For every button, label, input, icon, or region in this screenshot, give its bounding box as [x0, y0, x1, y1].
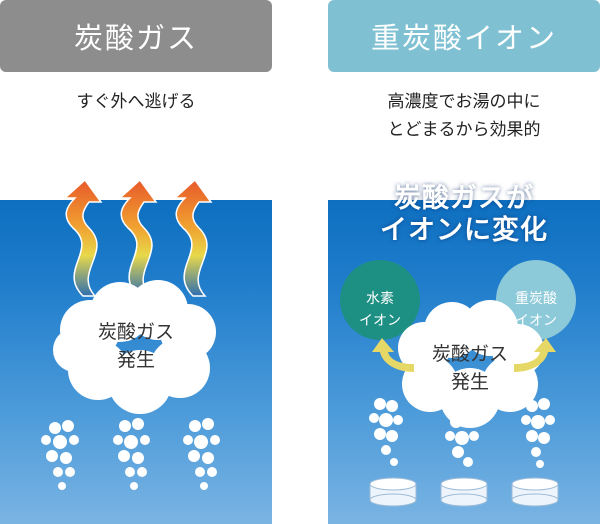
right-panel: 重炭酸イオン 高濃度でお湯の中に とどまるから効果的	[328, 0, 600, 524]
left-caption: すぐ外へ逃げる	[76, 92, 196, 112]
hydrogen-ion-label: 水素 イオン	[340, 288, 420, 332]
gas-cloud-icon	[398, 300, 544, 428]
cloud-label-line1: 炭酸ガス	[431, 343, 508, 365]
right-caption: 高濃度でお湯の中に とどまるから効果的	[328, 88, 600, 144]
carbonic-gas-title: 炭酸ガス	[73, 21, 198, 55]
transform-label-line2: イオンに変化	[380, 215, 548, 246]
to-bicarbonate-arrow-icon	[514, 338, 556, 372]
cloud-label-line1: 炭酸ガス	[97, 321, 174, 343]
bath-tablet-icon	[440, 477, 488, 507]
right-caption-line2: とどまるから効果的	[387, 120, 541, 140]
left-panel: 炭酸ガス すぐ外へ逃げる	[0, 0, 272, 524]
escape-arrow-icon	[118, 178, 158, 297]
bicarbonate-ion-label: 重炭酸 イオン	[496, 288, 576, 332]
bath-tablet-icon	[369, 477, 417, 507]
transform-label: 炭酸ガスが イオンに変化	[328, 183, 600, 247]
hydrogen-label-line2: イオン	[359, 313, 401, 329]
bicarbonate-ion-title: 重炭酸イオン	[370, 21, 557, 55]
carbonic-gas-header: 炭酸ガス	[0, 0, 272, 72]
bicarbonate-ion-header: 重炭酸イオン	[328, 0, 600, 72]
hydrogen-ion-circle	[340, 260, 420, 340]
hydrogen-label-line1: 水素	[366, 291, 394, 307]
transform-label-line1: 炭酸ガスが	[394, 183, 534, 214]
to-hydrogen-arrow-icon	[372, 338, 414, 372]
bath-tablet-icon	[511, 477, 559, 507]
right-cloud-label: 炭酸ガス 発生	[410, 340, 530, 396]
escape-arrow-icon	[173, 178, 213, 297]
cloud-label-line2: 発生	[450, 371, 489, 393]
right-caption-line1: 高濃度でお湯の中に	[387, 92, 541, 112]
escape-arrow-icon	[63, 178, 103, 297]
left-cloud-label: 炭酸ガス 発生	[76, 318, 196, 374]
gas-cloud-icon	[53, 280, 216, 414]
bicarb-label-line1: 重炭酸	[515, 291, 557, 307]
right-illustration	[340, 260, 576, 507]
bicarb-label-line2: イオン	[515, 313, 557, 329]
bubbles-icon	[369, 398, 555, 468]
left-illustration	[41, 178, 220, 490]
cloud-label-line2: 発生	[116, 349, 155, 371]
bubbles-icon	[41, 418, 220, 490]
